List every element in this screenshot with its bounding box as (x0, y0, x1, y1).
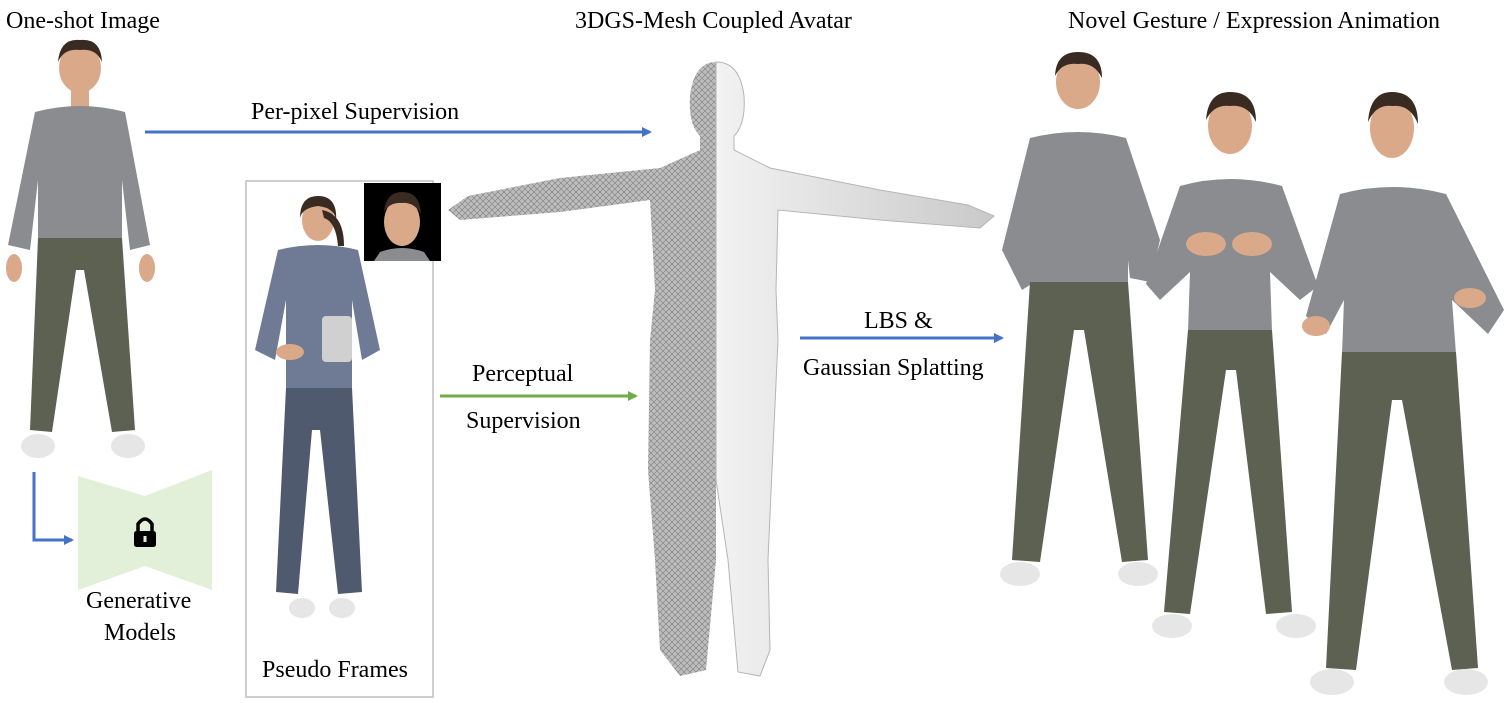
generative-label-line1: Generative (86, 588, 192, 614)
generative-label-line2: Models (104, 620, 176, 646)
lbs-label-line1: LBS & (864, 308, 933, 334)
avatar-mesh-half (715, 61, 995, 677)
face-crop-person (374, 192, 430, 261)
lbs-label-line2: Gaussian Splatting (803, 355, 984, 381)
pseudo-frames-label: Pseudo Frames (262, 657, 408, 683)
avatar-3dgs-half (448, 62, 716, 676)
per-pixel-label: Per-pixel Supervision (251, 99, 460, 125)
animated-person-1 (1000, 52, 1160, 586)
perceptual-label-line1: Perceptual (472, 361, 574, 387)
one-shot-image-title: One-shot Image (6, 8, 160, 34)
perceptual-label-line2: Supervision (466, 408, 581, 434)
pseudo-frame-person (255, 196, 380, 618)
generative-model-shape (78, 470, 212, 590)
to-generator-arrow (32, 472, 74, 545)
avatar-title: 3DGS-Mesh Coupled Avatar (575, 8, 852, 34)
animation-title: Novel Gesture / Expression Animation (1068, 8, 1440, 34)
animated-person-3 (1302, 92, 1504, 695)
lock-icon (134, 517, 156, 547)
animated-person-2 (1146, 92, 1318, 638)
one-shot-person-image (6, 39, 155, 458)
